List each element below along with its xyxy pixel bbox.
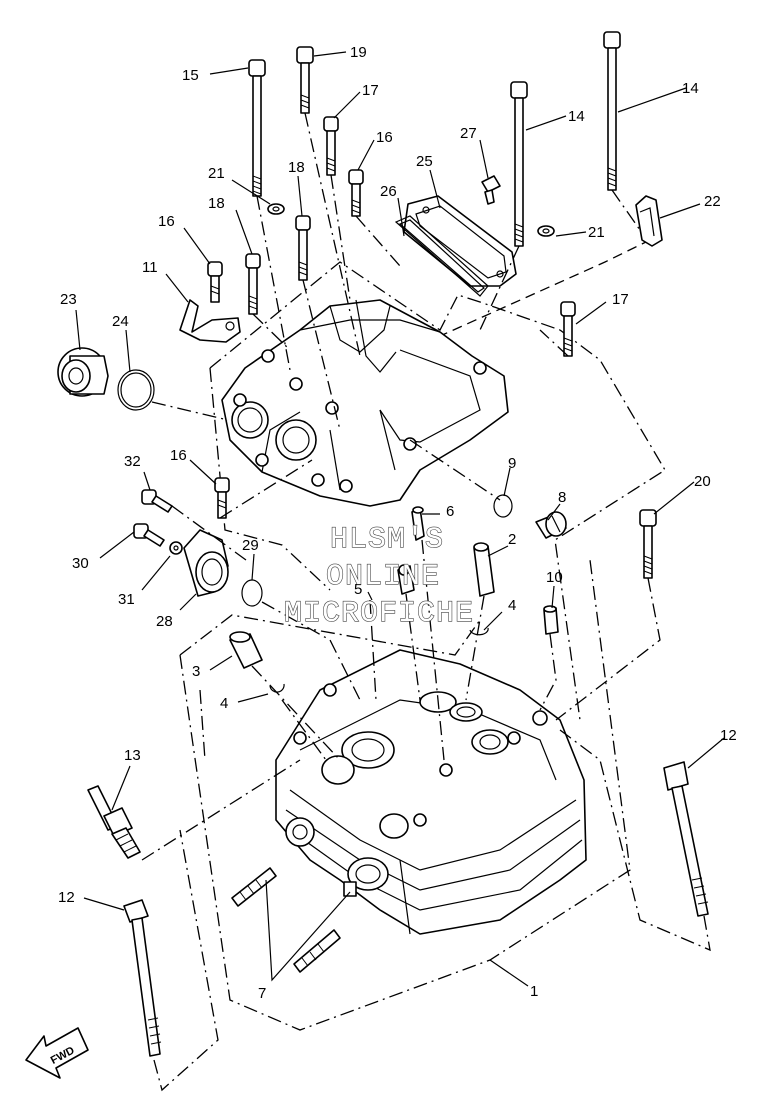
- fitting-5: [397, 564, 415, 595]
- bolt-19: [296, 46, 314, 114]
- callout-20: 20: [694, 473, 711, 490]
- bolt-14-left: [510, 81, 528, 247]
- fitting-6: [411, 506, 425, 541]
- bolt-12-right: [663, 761, 709, 917]
- oring-24: [117, 369, 155, 411]
- callout-32: 32: [124, 453, 141, 470]
- callout-5: 5: [354, 581, 362, 598]
- callout-28: 28: [156, 613, 173, 630]
- leader-lines: [75, 51, 725, 987]
- bolt-12-left: [123, 899, 162, 1057]
- watermark: HLSM'S ONLINE MICROFICHE: [283, 522, 474, 631]
- housing-28: [183, 529, 229, 597]
- watermark-line-2: ONLINE: [326, 560, 440, 594]
- bolt-14-right: [603, 31, 621, 191]
- oring-9: [493, 494, 513, 518]
- circlip-4-right: [469, 627, 489, 636]
- callout-30: 30: [72, 555, 89, 572]
- bolt-15: [248, 59, 266, 197]
- callout-24: 24: [112, 313, 129, 330]
- bolt-32: [141, 489, 173, 513]
- callout-18-lower: 18: [208, 195, 225, 212]
- assembly-paths: [141, 112, 711, 1092]
- stud-7-upper: [231, 867, 277, 907]
- callout-4-right: 4: [508, 597, 516, 614]
- callout-18-upper: 18: [288, 159, 305, 176]
- callout-8: 8: [558, 489, 566, 506]
- callout-17-upper: 17: [362, 82, 379, 99]
- callout-29: 29: [242, 537, 259, 554]
- bolt-18-lower: [245, 253, 261, 315]
- callout-6: 6: [446, 503, 454, 520]
- washer-31: [169, 541, 183, 555]
- bolt-17-upper: [323, 116, 339, 176]
- callout-1: 1: [530, 983, 538, 1000]
- spark-plug-13: [87, 785, 141, 859]
- callout-14-left: 14: [568, 108, 585, 125]
- bolt-20: [639, 509, 657, 579]
- callout-9: 9: [508, 455, 516, 472]
- callout-labels: 15 19 17 16 18 21 18 16 11 14 14 27 25 2…: [58, 44, 737, 1002]
- callout-26: 26: [380, 183, 397, 200]
- watermark-line-3: MICROFICHE: [284, 597, 474, 631]
- callout-21-left: 21: [208, 165, 225, 182]
- dowel-10: [543, 605, 559, 635]
- circlip-4-left: [269, 683, 285, 693]
- callout-12-right: 12: [720, 727, 737, 744]
- callout-4-left: 4: [220, 695, 228, 712]
- stud-7-lower: [293, 929, 341, 973]
- callout-22: 22: [704, 193, 721, 210]
- callout-11: 11: [142, 259, 158, 276]
- washer-21-right: [537, 225, 555, 237]
- washer-21-left: [267, 203, 285, 215]
- valve-guide-2: [473, 542, 495, 597]
- bolt-16-lower: [214, 477, 230, 519]
- callout-10: 10: [546, 569, 563, 586]
- watermark-line-1: HLSM'S: [330, 523, 444, 557]
- callout-16-upper: 16: [376, 129, 393, 146]
- callout-16-lower: 16: [170, 447, 187, 464]
- valve-guide-3: [229, 631, 263, 669]
- cylinder-head-cover: [221, 299, 509, 507]
- bolt-18-upper: [295, 215, 311, 281]
- callout-12-left: 12: [58, 889, 75, 906]
- bolt-17-right: [560, 301, 576, 357]
- screw-27: [481, 175, 501, 205]
- callout-25: 25: [416, 153, 433, 170]
- callout-7: 7: [258, 985, 266, 1002]
- cylinder-head: [275, 649, 587, 935]
- bracket-22: [635, 195, 663, 247]
- plug-23: [57, 347, 109, 397]
- callout-19: 19: [350, 44, 367, 61]
- callout-14-right: 14: [682, 80, 699, 97]
- callout-17-right: 17: [612, 291, 629, 308]
- callout-27: 27: [460, 125, 477, 142]
- gasket-26: [394, 215, 489, 297]
- bolt-30: [133, 523, 165, 547]
- callout-23: 23: [60, 291, 77, 308]
- cover-25: [403, 195, 517, 287]
- assembly-outline-lower: [179, 559, 631, 1031]
- bolt-16-left: [207, 261, 223, 303]
- callout-21-right: 21: [588, 224, 605, 241]
- bolt-16-upper: [348, 169, 364, 217]
- bracket-11: [179, 299, 241, 343]
- callout-2: 2: [508, 531, 516, 548]
- callout-31: 31: [118, 591, 135, 608]
- oring-29: [241, 579, 263, 607]
- callout-3: 3: [192, 663, 200, 680]
- plug-8: [535, 511, 567, 539]
- forward-direction-arrow: FWD: [25, 1027, 89, 1079]
- callout-16-left: 16: [158, 213, 175, 230]
- callout-15: 15: [182, 67, 199, 84]
- callout-13: 13: [124, 747, 141, 764]
- assembly-outline-upper: [209, 239, 666, 721]
